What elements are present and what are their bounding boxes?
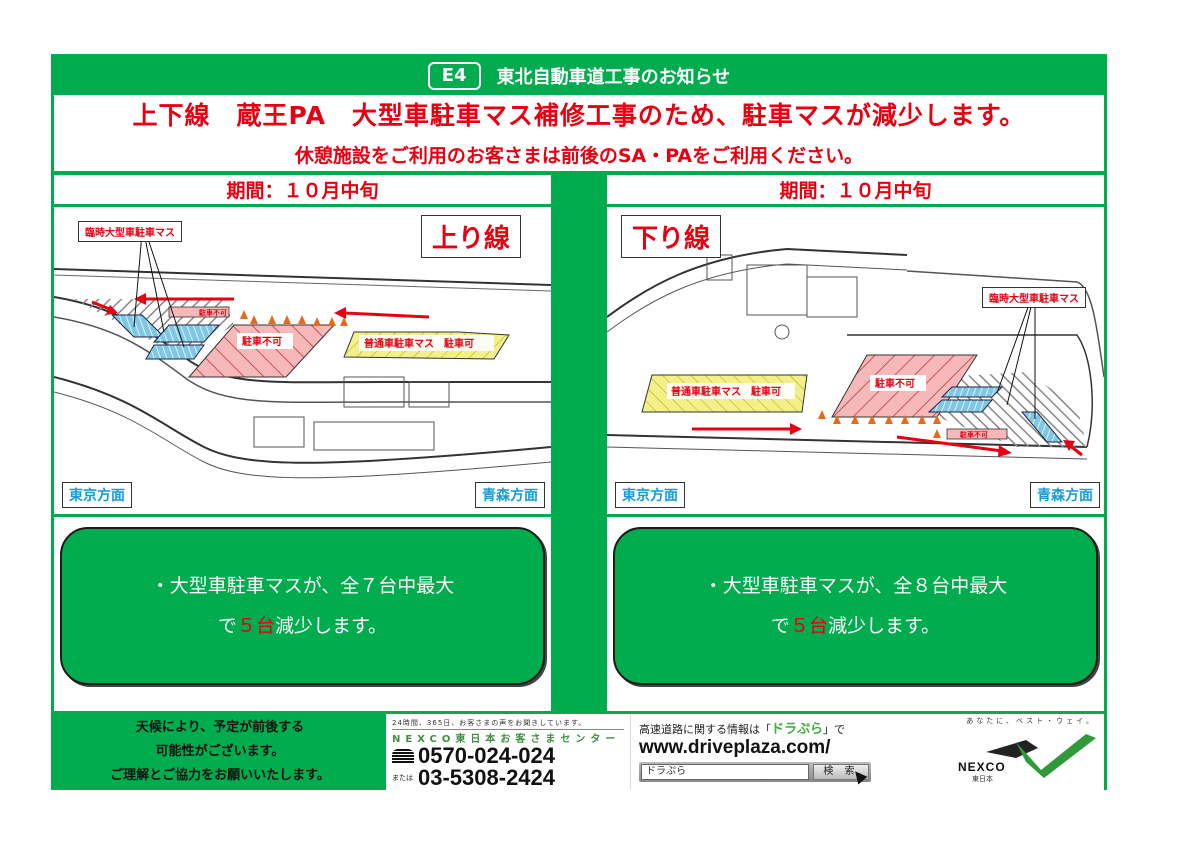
search-bar: ドラぷら 検 索 — [639, 762, 871, 782]
search-button[interactable]: 検 索 — [813, 764, 869, 780]
phone-primary[interactable]: 0570-024-024 — [418, 743, 556, 768]
svg-text:普通車駐車マス 駐車可: 普通車駐車マス 駐車可 — [364, 337, 474, 350]
svg-text:駐車不可: 駐車不可 — [875, 377, 915, 390]
destination-aomori: 青森方面 — [475, 482, 545, 508]
reduction-count: ５台 — [789, 615, 828, 637]
temp-truck-bays-callout: 臨時大型車駐車マス — [78, 221, 182, 242]
nexco-tagline: あなたに、ベスト・ウェイ。 — [966, 717, 1096, 725]
period-label: 期間：１０月中旬 — [607, 175, 1104, 207]
schedule-note: 天候により、予定が前後する 可能性がございます。 ご理解とご協力をお願いいたしま… — [54, 714, 386, 790]
driveplaza-url[interactable]: www.driveplaza.com/ — [639, 737, 831, 758]
reduction-count: ５台 — [236, 615, 275, 637]
direction-label: 上り線 — [420, 215, 521, 258]
period-label: 期間：１０月中旬 — [54, 175, 551, 207]
outbound-site-plan: 普通車駐車マス 駐車可 駐車不可 駐車不可 — [607, 247, 1104, 460]
title-bar: E4 東北自動車道工事のお知らせ — [54, 57, 1104, 95]
destination-tokyo: 東京方面 — [62, 482, 132, 508]
destination-aomori: 青森方面 — [1030, 482, 1100, 508]
temp-truck-bays-callout: 臨時大型車駐車マス — [982, 287, 1086, 308]
route-badge: E4 — [427, 62, 481, 90]
inbound-info-panel: ・大型車駐車マスが、全７台中最大 で５台減少します。 — [54, 517, 551, 697]
nexco-check-icon — [986, 734, 1096, 778]
info-line-2: で５台減少します。 — [217, 615, 388, 637]
map-label-no-parking-small: 駐車不可 — [199, 308, 227, 317]
navi-dial-icon — [392, 749, 414, 763]
customer-center: 24時間、365日、お客さまの声をお聞きしています。 NEXCO東日本お客さまセ… — [386, 714, 631, 790]
center-divider — [551, 171, 607, 711]
info-line-2: で５台減少します。 — [770, 615, 941, 637]
info-line-1: ・大型車駐車マスが、全７台中最大 — [150, 575, 455, 597]
construction-notice: E4 東北自動車道工事のお知らせ 上下線 蔵王PA 大型車駐車マス補修工事のため… — [51, 54, 1107, 790]
outbound-map: 普通車駐車マス 駐車可 駐車不可 駐車不可 下り線 臨時大型車駐車マス 東京方面… — [607, 207, 1104, 517]
phone-alt[interactable]: 03-5308-2424 — [418, 765, 556, 790]
call-center-hours: 24時間、365日、お客さまの声をお聞きしています。 — [392, 718, 624, 730]
driveplaza-ad: 高速道路に関する情報は「ドラぷら」で www.driveplaza.com/ ド… — [631, 714, 1104, 790]
inbound-site-plan: 駐車不可 駐車不可 普通車駐車マス 駐車可 — [54, 232, 551, 479]
direction-label: 下り線 — [621, 215, 722, 258]
headline: 上下線 蔵王PA 大型車駐車マス補修工事のため、駐車マスが減少します。 — [132, 101, 1026, 130]
outbound-info-box: ・大型車駐車マスが、全８台中最大 で５台減少します。 — [613, 527, 1098, 685]
nexco-logo: あなたに、ベスト・ウェイ。 NEXCO 東日本 — [936, 716, 1096, 788]
driveplaza-brand: ドラぷら — [771, 722, 824, 737]
inbound-map: 駐車不可 駐車不可 普通車駐車マス 駐車可 臨時大型車駐車マス 上り線 東京方面… — [54, 207, 551, 517]
search-input[interactable]: ドラぷら — [641, 764, 809, 780]
svg-text:駐車不可: 駐車不可 — [242, 335, 282, 348]
call-center-name: NEXCO東日本お客さまセンター — [392, 734, 621, 745]
outbound-column: 期間：１０月中旬 — [607, 175, 1104, 697]
svg-text:駐車不可: 駐車不可 — [960, 430, 988, 439]
info-line-1: ・大型車駐車マスが、全８台中最大 — [703, 575, 1008, 597]
subline: 休憩施設をご利用のお客さまは前後のSA・PAをご利用ください。 — [294, 145, 864, 167]
footer: 天候により、予定が前後する 可能性がございます。 ご理解とご協力をお願いいたしま… — [54, 711, 1104, 790]
inbound-column: 期間：１０月中旬 — [54, 175, 551, 697]
svg-text:普通車駐車マス 駐車可: 普通車駐車マス 駐車可 — [671, 385, 781, 398]
notice-title: 東北自動車道工事のお知らせ — [496, 67, 731, 88]
outbound-info-panel: ・大型車駐車マスが、全８台中最大 で５台減少します。 — [607, 517, 1104, 697]
inbound-info-box: ・大型車駐車マスが、全７台中最大 で５台減少します。 — [60, 527, 545, 685]
destination-tokyo: 東京方面 — [615, 482, 685, 508]
